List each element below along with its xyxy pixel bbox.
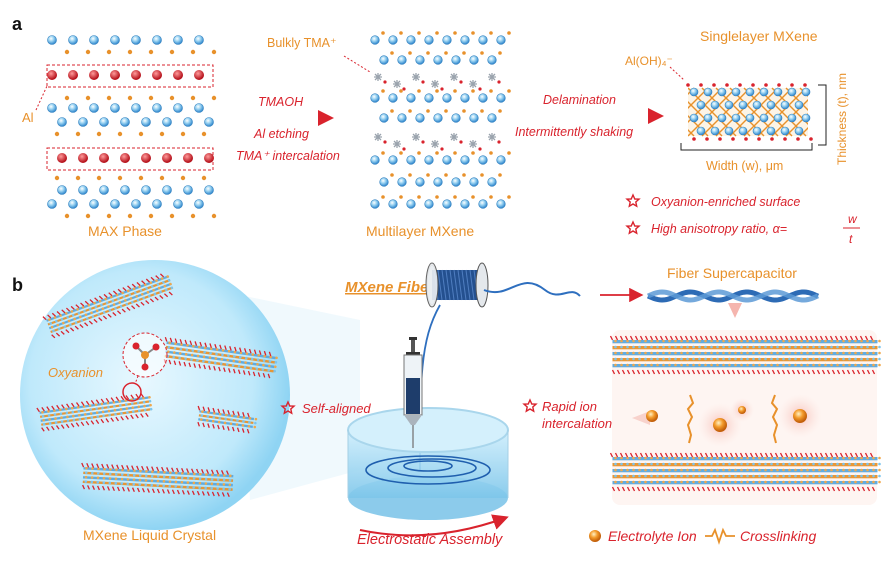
- tmaoh-label: TMAOH: [258, 95, 304, 109]
- electrostatic-assembly-label: Electrostatic Assembly: [357, 532, 503, 548]
- assembly-arrow: [359, 514, 509, 537]
- feature-star-1: [625, 193, 641, 208]
- rapid-ion-star: [522, 398, 538, 413]
- max-phase-lattice: [47, 35, 217, 219]
- max-phase-label: MAX Phase: [88, 223, 162, 239]
- twisted-fiber: [646, 289, 820, 303]
- oxyanion-label: Oxyanion: [48, 365, 103, 380]
- ratio-numerator: w: [848, 212, 858, 226]
- anisotropy-label: High anisotropy ratio, α=: [651, 222, 787, 236]
- supercapacitor-label: Fiber Supercapacitor: [667, 265, 797, 281]
- thickness-bracket: [818, 84, 827, 146]
- al-layer-box-1: [46, 64, 214, 88]
- panel-a-letter: a: [12, 14, 23, 34]
- width-label: Width (w), μm: [706, 159, 783, 173]
- al-etching-label: Al etching: [253, 127, 309, 141]
- feature-star-2: [625, 220, 641, 235]
- oxyanion-surface-label: Oxyanion-enriched surface: [651, 195, 800, 209]
- fiber-spool: [425, 262, 489, 308]
- legend-ion-label: Electrolyte Ion: [608, 528, 697, 544]
- electrolyte-ions: [632, 394, 822, 447]
- crosslinks: [686, 394, 779, 444]
- zoom-cone: [728, 303, 742, 318]
- self-aligned-label: Self-aligned: [302, 401, 371, 416]
- rapid-ion-label-1: Rapid ion: [542, 399, 597, 414]
- interlayer-sheets: [609, 335, 881, 492]
- singlelayer-label: Singlelayer MXene: [700, 28, 818, 44]
- liquid-crystal-sheets: [36, 273, 278, 498]
- legend-crosslink-label: Crosslinking: [740, 528, 816, 544]
- bulky-tma-label: Bulkly TMA⁺: [267, 36, 337, 50]
- self-aligned-star: [280, 400, 296, 415]
- aloh-pointer: [669, 66, 685, 81]
- oxyanion-molecule: [132, 342, 160, 371]
- shaking-label: Intermittently shaking: [515, 125, 633, 139]
- legend: Electrolyte Ion Crosslinking: [589, 527, 816, 545]
- mxene-fiber-title: MXene Fiber: [345, 279, 435, 296]
- oxyanion-link: [134, 375, 139, 385]
- syringe: [403, 337, 423, 448]
- multilayer-label: Multilayer MXene: [366, 223, 474, 239]
- tma-intercalation-label: TMA⁺ intercalation: [236, 149, 340, 163]
- aloh-label: Al(OH)₄⁻: [625, 54, 673, 68]
- panel-b-letter: b: [12, 275, 23, 295]
- delamination-label: Delamination: [543, 93, 616, 107]
- thickness-label: Thickness (t), nm: [835, 73, 849, 165]
- liquid-crystal-bubble: [20, 260, 290, 530]
- coagulation-bath: [347, 407, 509, 520]
- al-layer-box-2: [46, 147, 214, 171]
- multilayer-lattice: [370, 31, 511, 209]
- tma-pointer: [343, 55, 371, 73]
- legend-crosslink-swatch: [705, 527, 735, 545]
- al-label: Al: [22, 110, 34, 125]
- ratio-denominator: t: [849, 232, 853, 246]
- liquid-crystal-label: MXene Liquid Crystal: [83, 527, 216, 543]
- fiber-strand: [483, 282, 581, 297]
- legend-ion-swatch: [589, 530, 601, 542]
- rapid-ion-label-2: intercalation: [542, 416, 612, 431]
- al-pointer: [35, 85, 48, 111]
- singlelayer-sheet: [686, 83, 813, 141]
- oxyanion-site-circle: [122, 382, 142, 402]
- width-bracket: [680, 143, 813, 151]
